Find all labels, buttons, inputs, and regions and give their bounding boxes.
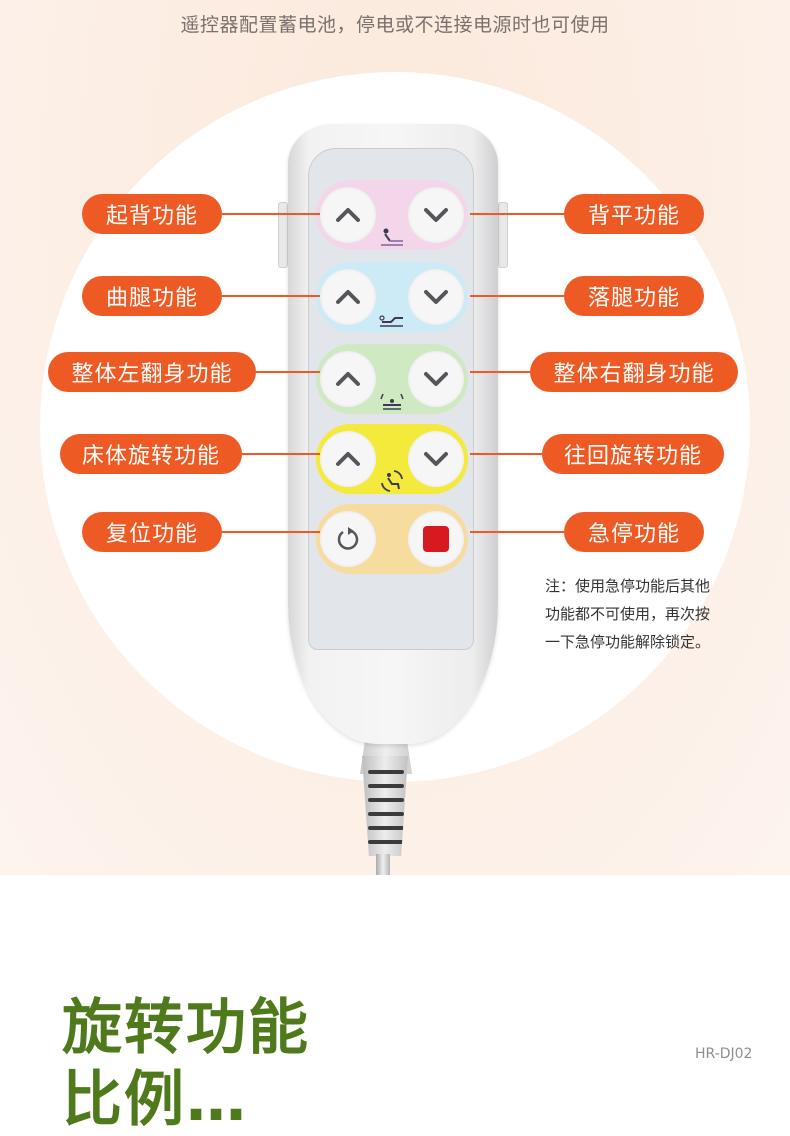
note-line: 一下急停功能解除锁定。 [545,633,711,651]
turn-left-button[interactable] [320,351,376,407]
button-row-turn [316,344,468,414]
label-reset: 复位功能 [82,512,222,552]
connector-line [470,531,564,533]
button-row-reset-stop [316,504,468,574]
reset-icon [337,527,359,550]
connector-line [470,213,564,215]
rotate-back-button[interactable] [408,431,464,487]
back-up-button[interactable] [320,187,376,243]
side-clip-right [498,202,508,268]
section-title: 旋转功能 [62,993,310,1063]
label-rotate-back: 往回旋转功能 [542,434,724,474]
turn-right-button[interactable] [408,351,464,407]
chevron-down-icon [424,372,448,386]
chevron-up-icon [336,208,360,222]
button-row-rotate [316,424,468,494]
label-turn-left: 整体左翻身功能 [48,352,256,392]
connector-line [470,453,542,455]
label-back-flat: 背平功能 [564,194,704,234]
label-leg-bend: 曲腿功能 [82,276,222,316]
chevron-down-icon [424,290,448,304]
connector-line [256,371,320,373]
hero-section: 遥控器配置蓄电池，停电或不连接电源时也可使用 [0,0,790,875]
button-row-leg [316,262,468,332]
label-leg-lower: 落腿功能 [564,276,704,316]
connector-line [242,453,320,455]
connector-line [222,213,320,215]
chevron-down-icon [424,208,448,222]
connector-line [222,295,320,297]
label-emergency-stop: 急停功能 [564,512,704,552]
leg-up-button[interactable] [320,269,376,325]
note-line: 功能都不可使用，再次按 [545,605,711,623]
body-turn-icon [380,393,404,410]
chevron-up-icon [336,452,360,466]
stop-square-icon [423,526,449,552]
connector-line [222,531,320,533]
section-title-line2: 比例… [62,1065,248,1135]
button-row-back [316,180,468,250]
emergency-stop-note: 注：使用急停功能后其他 功能都不可使用，再次按 一下急停功能解除锁定。 [545,572,745,656]
model-number: HR-DJ02 [695,1046,753,1062]
connector-line [470,295,564,297]
back-down-button[interactable] [408,187,464,243]
label-turn-right: 整体右翻身功能 [530,352,738,392]
emergency-stop-button[interactable] [408,511,464,567]
cable-strain-relief [362,756,408,856]
note-line: 注：使用急停功能后其他 [545,577,711,595]
label-bed-rotate: 床体旋转功能 [60,434,242,474]
reset-button[interactable] [320,511,376,567]
chevron-up-icon [336,290,360,304]
leg-down-button[interactable] [408,269,464,325]
back-raise-icon [381,228,403,246]
leg-lift-icon [379,315,403,327]
label-back-raise: 起背功能 [82,194,222,234]
rotate-button[interactable] [320,431,376,487]
chevron-up-icon [336,372,360,386]
side-clip-left [278,202,288,268]
chevron-down-icon [424,452,448,466]
hero-caption: 遥控器配置蓄电池，停电或不连接电源时也可使用 [180,14,610,36]
connector-line [470,371,530,373]
remote-control [278,124,508,875]
cable [376,854,390,875]
bed-rotate-icon [381,470,403,492]
